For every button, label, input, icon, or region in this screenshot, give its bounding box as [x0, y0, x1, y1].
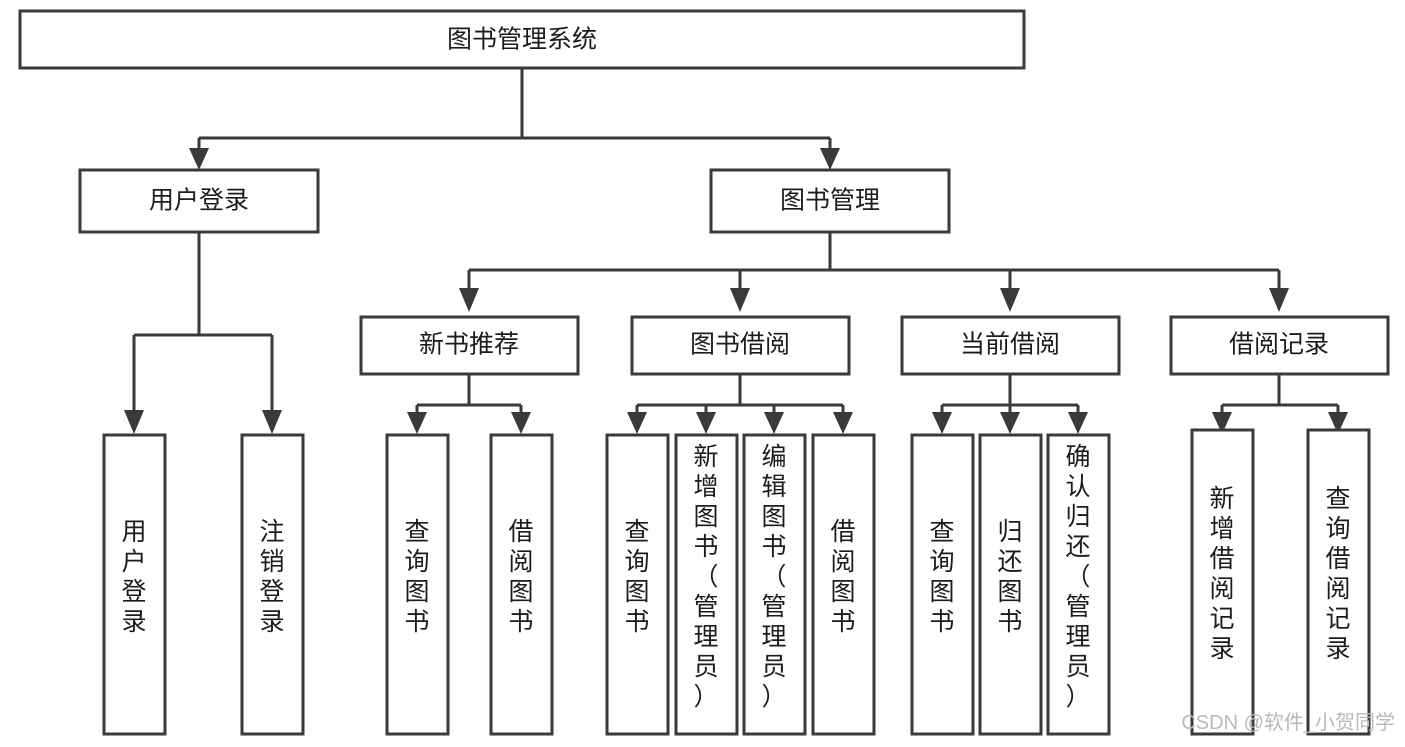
node-leaf-user-login[interactable]: 用户登录: [102, 433, 167, 736]
node-new-book-recommend-box[interactable]: [359, 315, 580, 376]
node-leaf-edit-book-box[interactable]: [742, 433, 807, 736]
node-leaf-logout-login-label: 注销登录: [259, 518, 284, 636]
node-leaf-add-book-label: 新增图书（管理员）: [693, 443, 718, 711]
node-book-manage-box[interactable]: [709, 168, 951, 234]
node-current-borrow-label: 当前借阅: [960, 331, 1060, 359]
node-leaf-query-record-box[interactable]: [1306, 428, 1371, 736]
node-leaf-query-record-label: 查询借阅记录: [1325, 485, 1350, 663]
arrow-head-leaf-query-book-3: [932, 412, 952, 434]
node-leaf-edit-book-label: 编辑图书（管理员）: [761, 443, 786, 711]
node-leaf-user-login-box[interactable]: [102, 433, 167, 736]
node-leaf-query-book-3[interactable]: 查询图书: [910, 433, 975, 736]
node-root[interactable]: 图书管理系统: [18, 9, 1026, 70]
node-leaf-confirm-return-box[interactable]: [1046, 433, 1111, 736]
arrow-head-leaf-edit-book: [764, 412, 784, 434]
connector-group-book-borrow: [627, 374, 853, 434]
node-leaf-return-book[interactable]: 归还图书: [978, 433, 1043, 736]
node-leaf-query-book-2-box[interactable]: [605, 433, 670, 736]
node-leaf-logout-login[interactable]: 注销登录: [240, 433, 305, 736]
arrow-head-leaf-borrow-book-2: [833, 412, 853, 434]
node-leaf-query-book-1[interactable]: 查询图书: [385, 433, 450, 736]
node-leaf-add-record-label: 新增借阅记录: [1209, 485, 1234, 663]
node-user-login-box[interactable]: [78, 168, 320, 234]
node-leaf-logout-login-box[interactable]: [240, 433, 305, 736]
node-leaf-query-record[interactable]: 查询借阅记录: [1306, 428, 1371, 736]
node-leaf-query-book-1-label: 查询图书: [404, 518, 429, 636]
node-borrow-record[interactable]: 借阅记录: [1169, 315, 1390, 376]
arrow-head-leaf-query-book-1: [407, 412, 427, 434]
connector-group-user-login: [124, 232, 282, 434]
node-leaf-return-book-box[interactable]: [978, 433, 1043, 736]
connector-group-borrow-record: [1212, 374, 1348, 434]
arrow-head-leaf-logout-login: [262, 410, 282, 434]
node-current-borrow[interactable]: 当前借阅: [900, 315, 1121, 376]
node-leaf-query-book-1-box[interactable]: [385, 433, 450, 736]
node-leaf-borrow-book-2-box[interactable]: [811, 433, 876, 736]
node-leaf-query-book-3-box[interactable]: [910, 433, 975, 736]
node-leaf-confirm-return[interactable]: 确认归还（管理员）: [1046, 433, 1111, 736]
node-leaf-user-login-label: 用户登录: [121, 518, 146, 636]
node-leaf-query-book-2-label: 查询图书: [624, 518, 649, 636]
node-leaf-add-record-box[interactable]: [1190, 428, 1255, 736]
watermark-label: CSDN @软件_小贺同学: [1181, 711, 1395, 734]
node-book-borrow-box[interactable]: [630, 315, 851, 376]
node-book-borrow-label: 图书借阅: [690, 331, 790, 359]
node-leaf-query-book-2[interactable]: 查询图书: [605, 433, 670, 736]
arrow-head-borrow-record: [1269, 288, 1289, 312]
node-leaf-confirm-return-label: 确认归还（管理员）: [1065, 443, 1090, 711]
arrow-head-leaf-borrow-book-1: [511, 412, 531, 434]
node-leaf-add-book-box[interactable]: [674, 433, 739, 736]
node-root-box[interactable]: [18, 9, 1026, 70]
node-current-borrow-box[interactable]: [900, 315, 1121, 376]
node-borrow-record-box[interactable]: [1169, 315, 1390, 376]
connector-group-new-book-recommend: [407, 374, 531, 434]
node-leaf-return-book-label: 归还图书: [997, 518, 1022, 636]
node-leaf-add-record[interactable]: 新增借阅记录: [1190, 428, 1255, 736]
node-book-borrow[interactable]: 图书借阅: [630, 315, 851, 376]
arrow-head-leaf-query-book-2: [627, 412, 647, 434]
node-new-book-recommend-label: 新书推荐: [419, 331, 519, 359]
node-book-manage-label: 图书管理: [780, 187, 880, 215]
node-leaf-borrow-book-2[interactable]: 借阅图书: [811, 433, 876, 736]
node-leaf-query-book-3-label: 查询图书: [929, 518, 954, 636]
node-new-book-recommend[interactable]: 新书推荐: [359, 315, 580, 376]
arrow-head-leaf-return-book: [1000, 412, 1020, 434]
arrow-head-leaf-add-record: [1212, 412, 1232, 434]
node-leaf-borrow-book-2-label: 借阅图书: [830, 518, 855, 636]
node-leaf-borrow-book-1-label: 借阅图书: [508, 518, 533, 636]
arrow-head-leaf-user-login: [124, 410, 144, 434]
arrow-head-leaf-add-book: [696, 412, 716, 434]
arrow-head-leaf-query-record: [1328, 412, 1348, 434]
node-leaf-edit-book[interactable]: 编辑图书（管理员）: [742, 433, 807, 736]
arrow-head-leaf-confirm-return: [1068, 412, 1088, 434]
connector-group-current-borrow: [932, 374, 1088, 434]
arrow-head-new-book-recommend: [459, 288, 479, 312]
arrow-head-book-manage: [820, 148, 840, 170]
arrow-head-book-borrow: [730, 288, 750, 312]
node-root-label: 图书管理系统: [447, 26, 597, 54]
node-borrow-record-label: 借阅记录: [1229, 331, 1329, 359]
arrow-head-current-borrow: [1000, 288, 1020, 312]
node-user-login-label: 用户登录: [149, 187, 249, 215]
node-leaf-borrow-book-1[interactable]: 借阅图书: [489, 433, 554, 736]
node-book-manage[interactable]: 图书管理: [709, 168, 951, 234]
connector-group-root: [189, 68, 840, 170]
node-leaf-add-book[interactable]: 新增图书（管理员）: [674, 433, 739, 736]
arrow-head-user-login: [189, 148, 209, 170]
node-user-login[interactable]: 用户登录: [78, 168, 320, 234]
node-leaf-borrow-book-1-box[interactable]: [489, 433, 554, 736]
connector-group-book-manage: [459, 232, 1289, 312]
